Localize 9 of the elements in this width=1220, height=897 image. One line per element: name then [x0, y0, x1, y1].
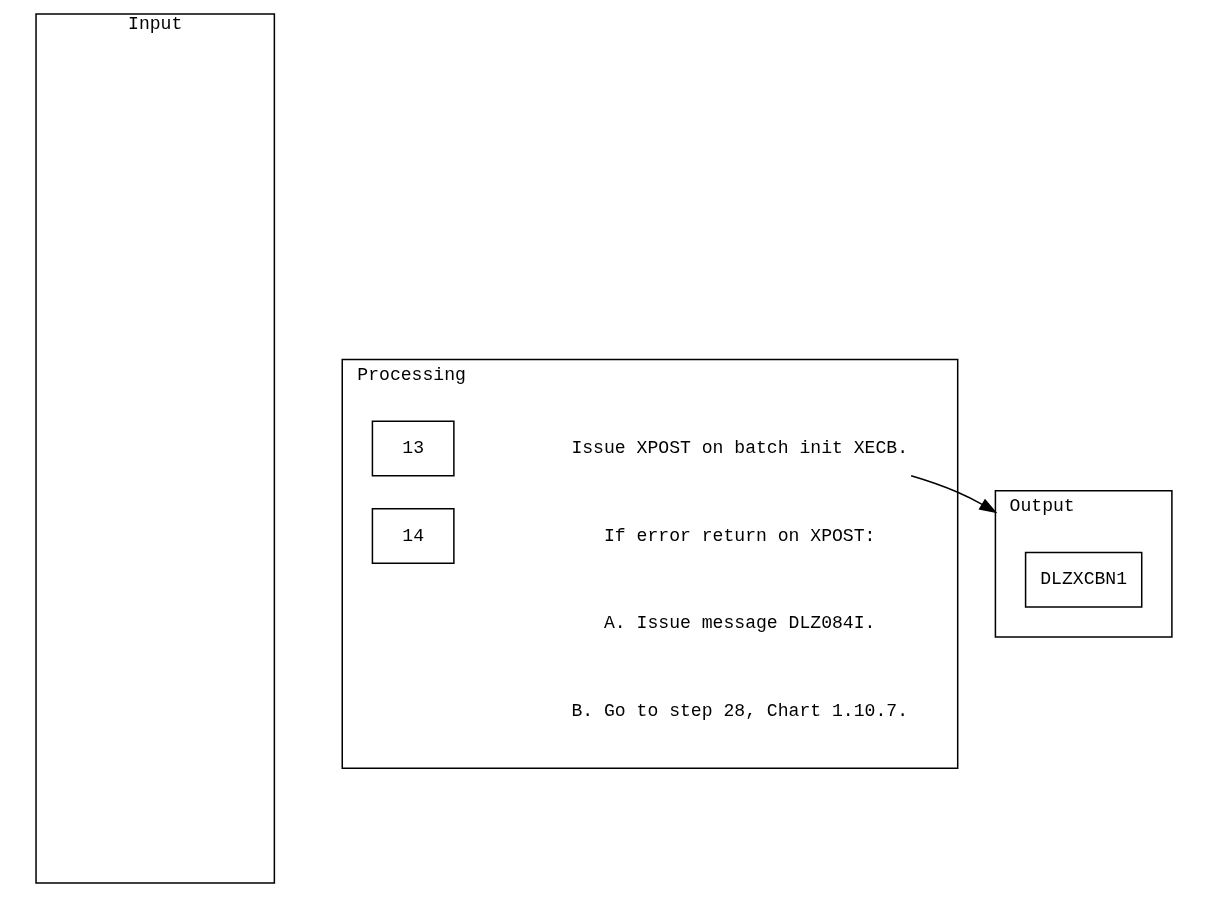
arrow [910, 475, 998, 514]
node-box: DLZXCBN1 [1024, 551, 1143, 608]
node-box: 14 [371, 508, 455, 564]
node-text: If error return on XPOST: [604, 525, 876, 546]
node-text: B. Go to step 28, Chart 1.10.7. [571, 700, 909, 721]
node-box: 13 [371, 420, 455, 477]
node-text: Issue XPOST on batch init XECB. [571, 438, 909, 459]
node-box: Input [35, 13, 276, 884]
node-text: A. Issue message DLZ084I. [604, 613, 876, 634]
